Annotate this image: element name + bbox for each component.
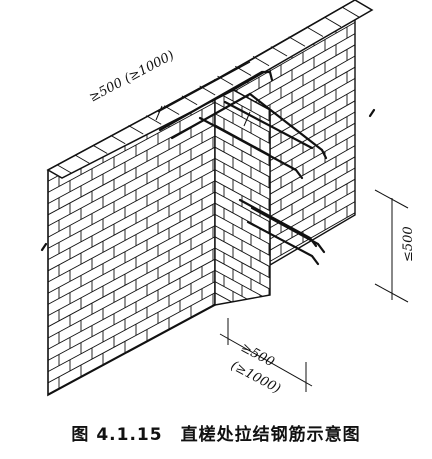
brick-course-line xyxy=(215,258,270,290)
brick-course-line xyxy=(48,247,215,339)
brick-course-line xyxy=(48,258,215,350)
top-brick-joint xyxy=(306,26,324,37)
top-brick-joint xyxy=(56,164,72,174)
caption-title: 直槎处拉结钢筋示意图 xyxy=(180,425,361,445)
brick-course-line xyxy=(215,22,355,103)
brick-course-line xyxy=(215,146,270,178)
brick-course-line xyxy=(48,146,215,238)
brick-course-line xyxy=(215,214,270,245)
brick-course-line xyxy=(48,124,215,216)
brick-course-line xyxy=(48,292,215,384)
rebar-top-3 xyxy=(198,116,304,180)
rebar-top-4 xyxy=(223,100,314,150)
right-dimension-label: ≤500 xyxy=(401,226,416,262)
top-dimension-label: ≥500 (≥1000) xyxy=(87,48,177,105)
brick-course-line xyxy=(48,281,215,372)
brick-course-line xyxy=(215,212,355,265)
top-brick-joint xyxy=(270,46,288,57)
tie-rebar-group xyxy=(40,70,376,266)
top-brick-joint xyxy=(128,125,144,135)
brick-course-line xyxy=(48,202,215,294)
rebar-mid-1 xyxy=(238,198,318,248)
brick-course-line xyxy=(48,102,215,193)
bottom-dimension: ≥500 (≥1000) xyxy=(219,318,313,397)
bottom-dimension-label-2: (≥1000) xyxy=(228,358,283,397)
brick-course-line xyxy=(215,292,270,305)
brick-course-line xyxy=(48,135,215,227)
top-brick-joint xyxy=(235,65,252,76)
top-brick-joint xyxy=(217,75,234,86)
brick-course-line xyxy=(48,214,215,305)
caption-number: 图 4.1.15 xyxy=(71,425,163,445)
wall-top xyxy=(46,0,374,179)
brick-course-line xyxy=(48,225,215,316)
brick-course-line xyxy=(48,191,215,283)
wall-rebar-diagram: ≥500 (≥1000) ≤500 ≥500 (≥1000) xyxy=(40,0,416,397)
top-brick-joint xyxy=(110,134,126,145)
brick-course-line xyxy=(48,303,215,395)
rebar-top-2 xyxy=(170,92,328,160)
brick-course-line xyxy=(215,236,270,268)
brick-course-line xyxy=(48,169,215,260)
top-brick-joint xyxy=(324,16,342,28)
right-dimension: ≤500 xyxy=(374,189,416,303)
brick-course-line xyxy=(48,236,215,328)
top-brick-joint xyxy=(288,36,306,47)
brick-course-line xyxy=(48,270,215,361)
top-brick-joint xyxy=(252,56,270,67)
rebar-end-right xyxy=(368,108,376,118)
top-brick-joint xyxy=(92,144,108,154)
brick-course-line xyxy=(48,158,215,249)
toothing-face xyxy=(214,78,271,306)
rebar-top-1 xyxy=(158,70,274,132)
rebar-mid-2 xyxy=(250,206,326,254)
top-brick-joint xyxy=(74,154,90,164)
top-brick-joint xyxy=(341,6,360,18)
rebar-mid-3 xyxy=(246,220,320,266)
brick-course-line xyxy=(215,281,270,305)
figure-caption: 图 4.1.15 直槎处拉结钢筋示意图 xyxy=(0,420,432,445)
brick-course-line xyxy=(215,191,270,223)
brick-course-line xyxy=(215,169,270,200)
rebar-end-left xyxy=(40,242,48,252)
top-brick-joint xyxy=(146,115,162,125)
brick-course-line xyxy=(48,180,215,272)
